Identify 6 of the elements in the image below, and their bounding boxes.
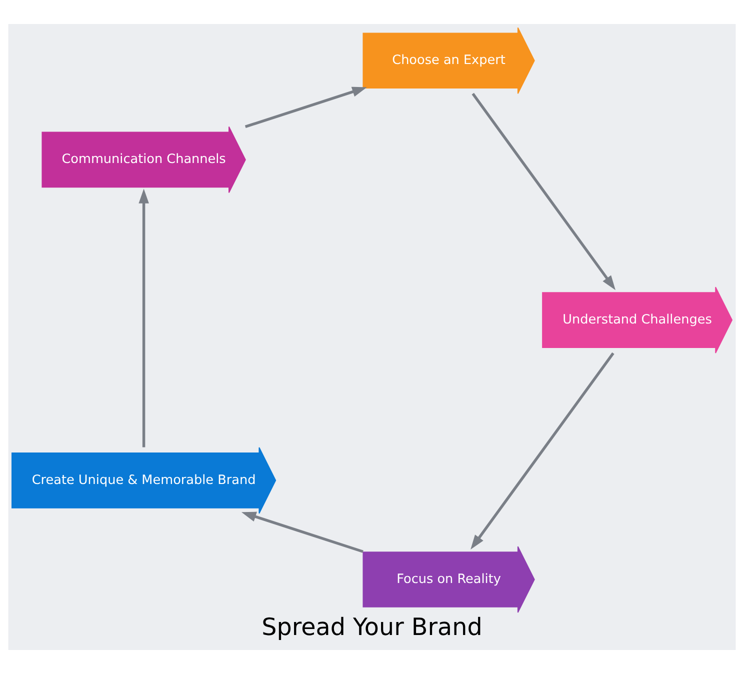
arrow bbox=[241, 511, 364, 552]
arrow bbox=[138, 188, 149, 447]
arrow bbox=[470, 352, 614, 550]
arrow bbox=[244, 86, 367, 128]
arrow bbox=[472, 92, 616, 290]
diagram-title: Spread Your Brand bbox=[262, 612, 482, 641]
